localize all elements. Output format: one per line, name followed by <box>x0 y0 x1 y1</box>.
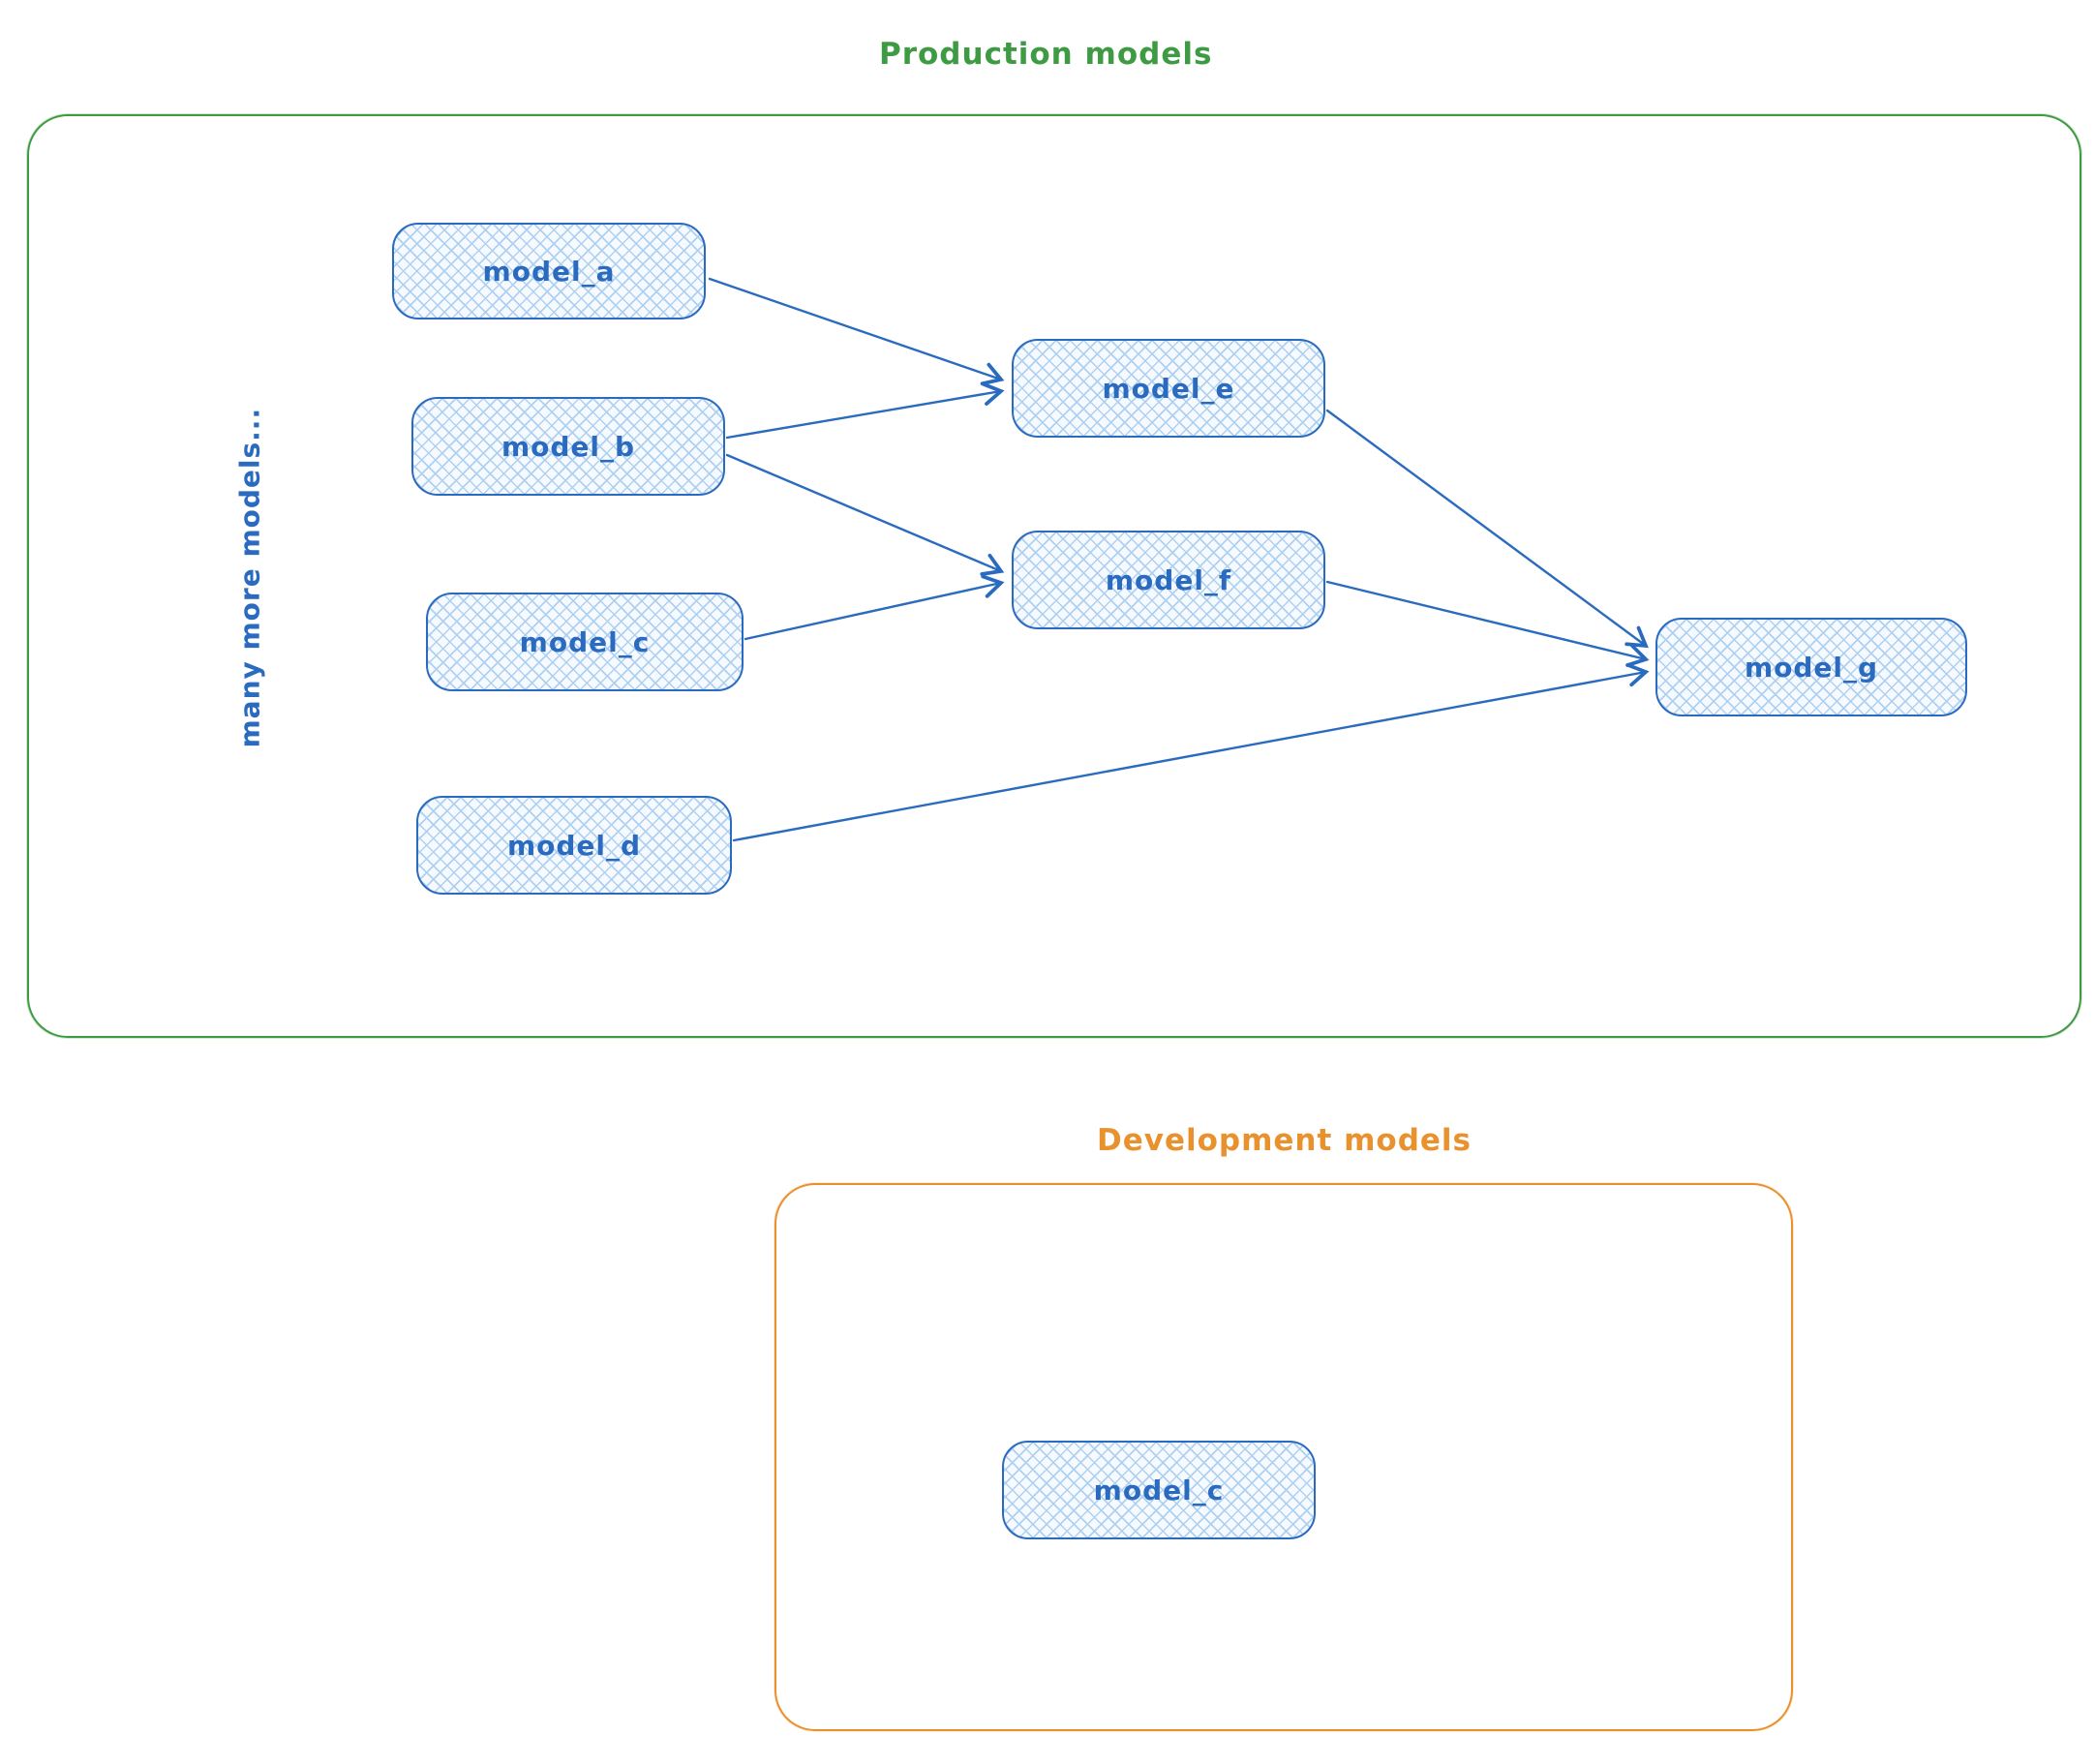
node-model-b-label: model_b <box>501 430 636 463</box>
node-model-a: model_a <box>392 223 706 319</box>
node-model-f: model_f <box>1012 531 1325 629</box>
node-model-c: model_c <box>426 593 744 691</box>
node-model-d: model_d <box>416 796 732 895</box>
node-model-c-dev-label: model_c <box>1093 1474 1225 1506</box>
production-group-title: Production models <box>879 37 1213 72</box>
production-group-frame <box>27 114 2081 1038</box>
node-model-g-label: model_g <box>1744 651 1879 684</box>
node-model-c-dev: model_c <box>1002 1441 1316 1539</box>
node-model-g: model_g <box>1655 618 1967 716</box>
development-group-frame <box>774 1183 1793 1731</box>
node-model-a-label: model_a <box>482 255 616 288</box>
node-model-e: model_e <box>1012 339 1325 438</box>
node-model-b: model_b <box>411 397 725 496</box>
node-model-c-label: model_c <box>519 625 651 658</box>
node-model-e-label: model_e <box>1102 372 1235 405</box>
development-group-title: Development models <box>1097 1123 1473 1158</box>
many-more-models-note: many more models... <box>233 407 266 748</box>
node-model-d-label: model_d <box>506 829 642 862</box>
node-model-f-label: model_f <box>1105 563 1232 596</box>
